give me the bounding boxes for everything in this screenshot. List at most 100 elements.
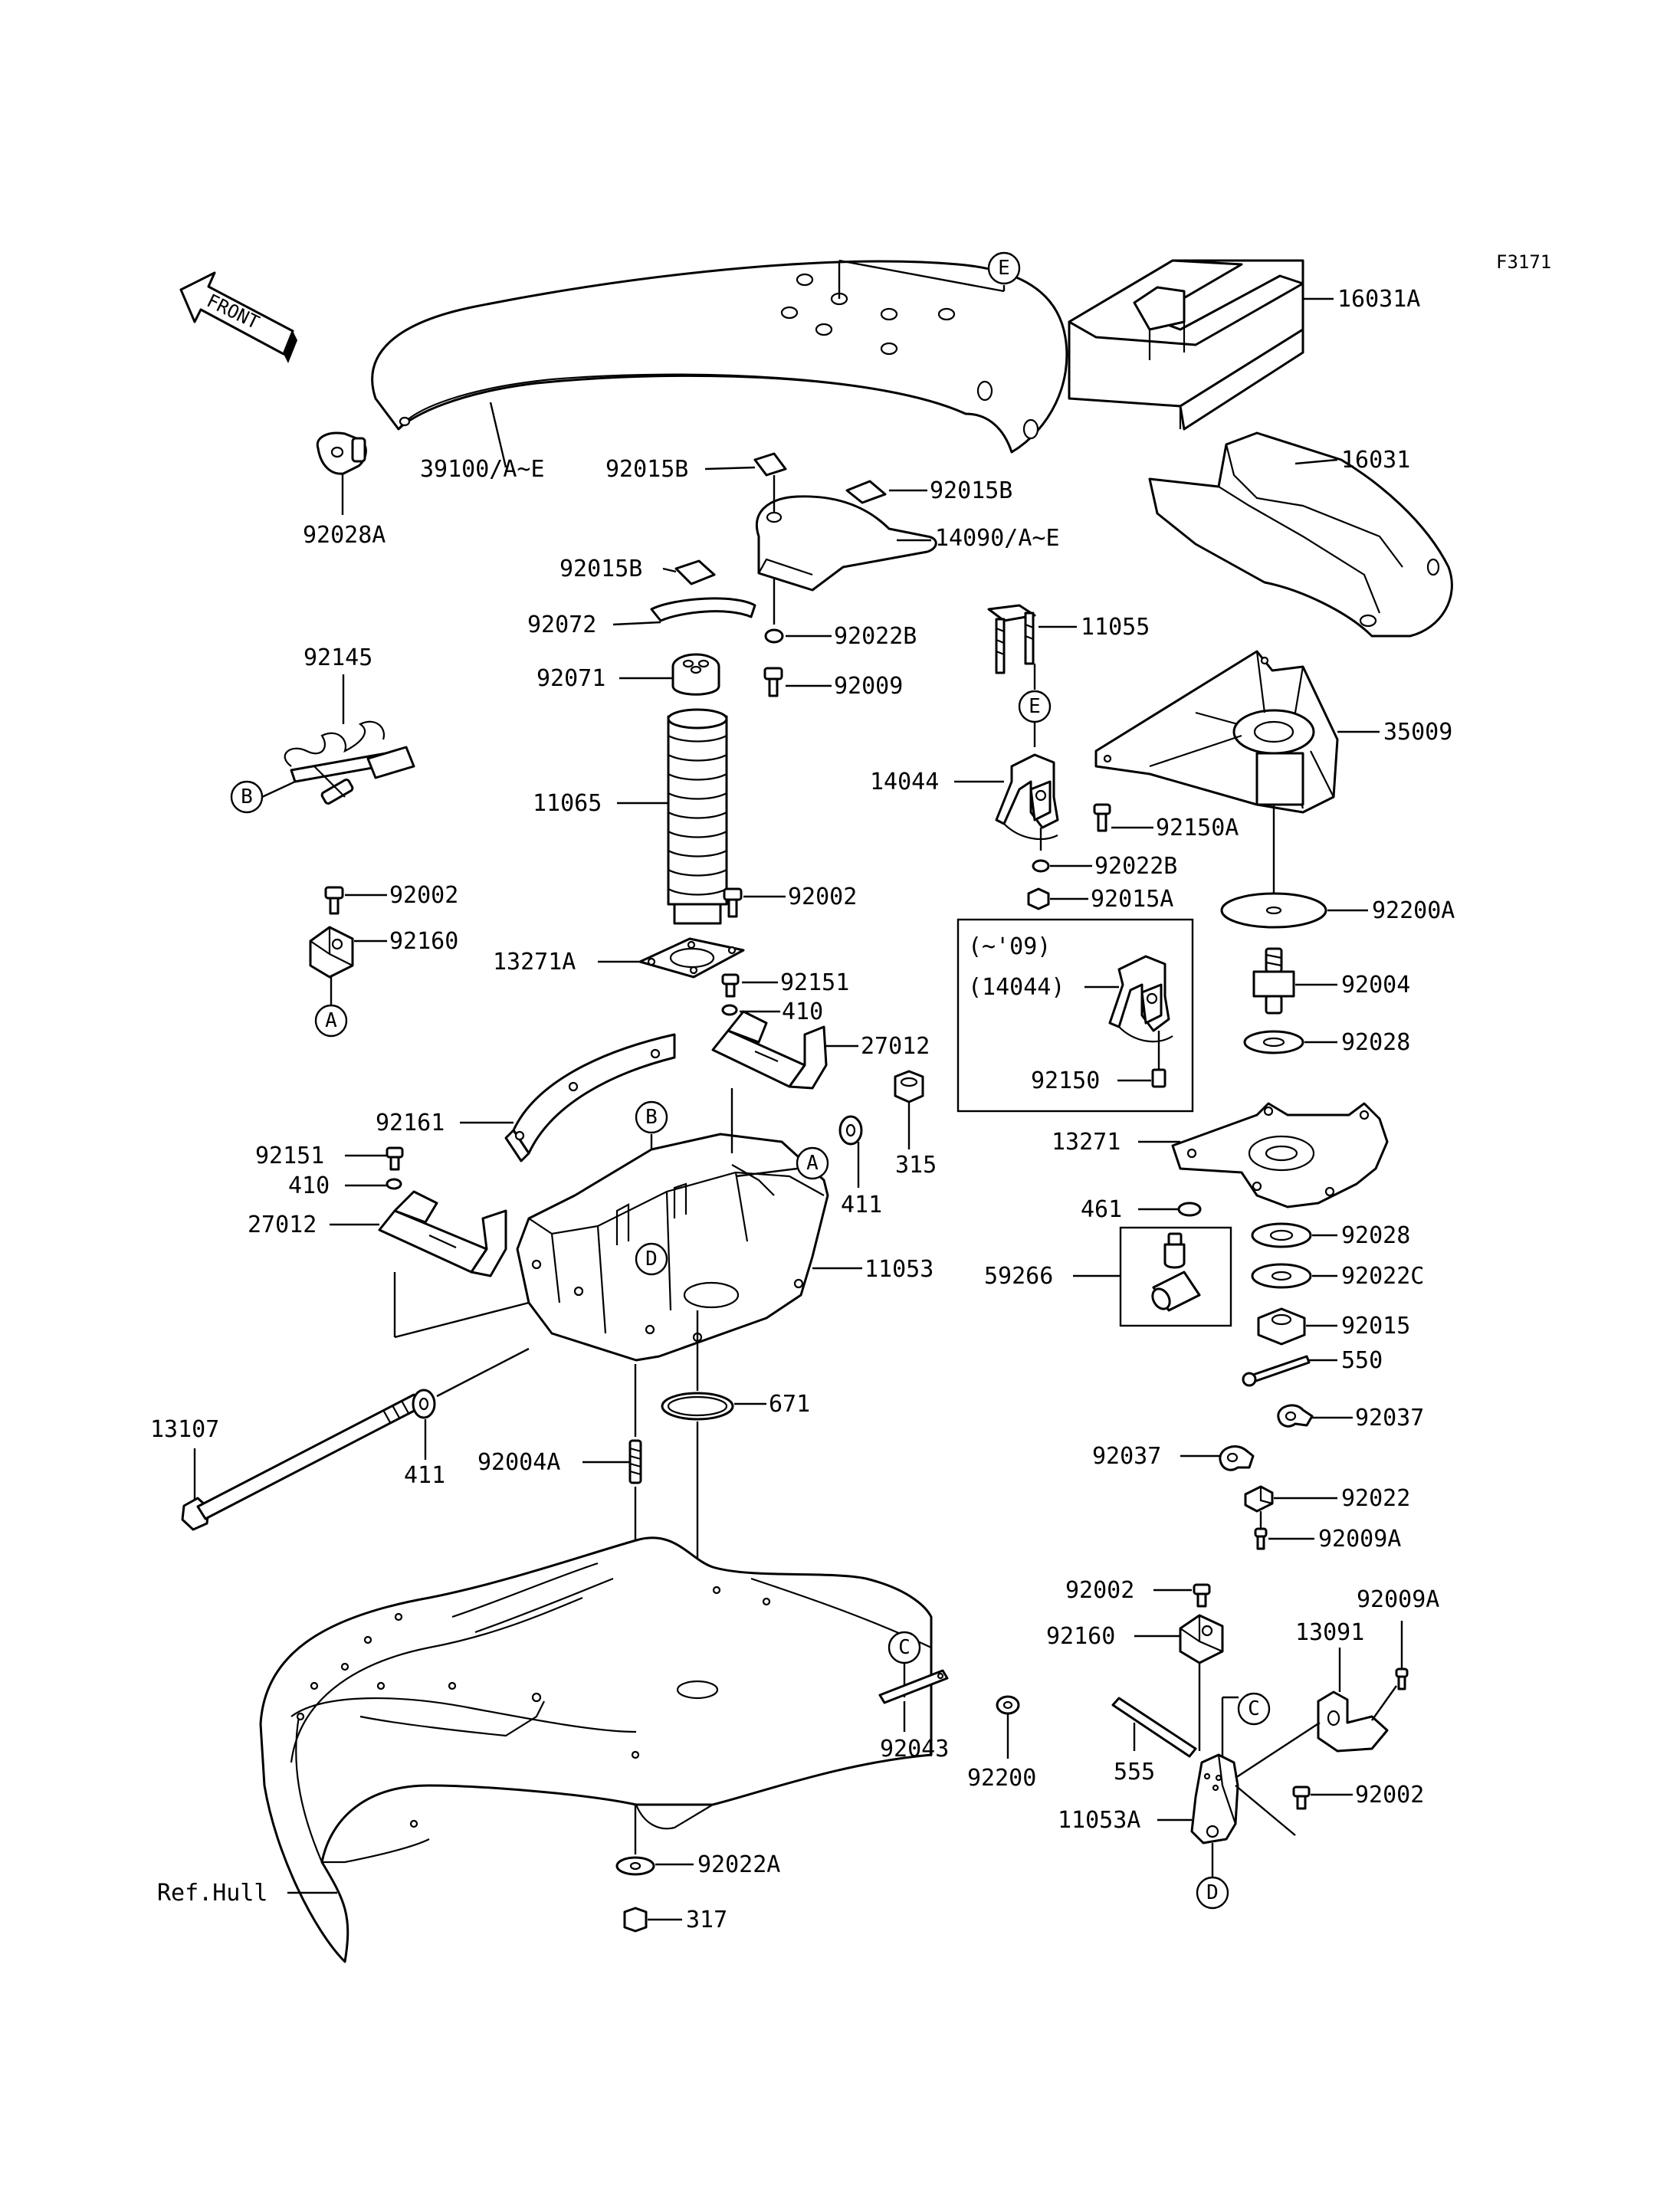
ref-marker-b-bracket-label: B	[645, 1106, 658, 1129]
label-92043: 92043	[880, 1736, 949, 1763]
bracket-11053A-part	[1190, 1753, 1239, 1844]
label-92002-1: 92002	[389, 882, 458, 909]
label-92151-2: 92151	[255, 1143, 324, 1169]
clip-92015B-1-part	[753, 452, 787, 477]
ref-marker-e-top	[987, 251, 1021, 285]
label-16031: 16031	[1341, 447, 1410, 474]
pin-555-part	[1111, 1697, 1197, 1758]
ref-marker-d-bracket-label: D	[645, 1248, 658, 1271]
label-92145: 92145	[304, 644, 372, 671]
label-92160-2: 92160	[1046, 1623, 1115, 1650]
label-92200: 92200	[967, 1765, 1036, 1792]
bracket-14044-part	[995, 753, 1059, 841]
label-92150A: 92150A	[1156, 815, 1239, 841]
clip-92015B-2-part	[845, 480, 887, 504]
pad-16031A-part	[1068, 259, 1304, 431]
label-411-1: 411	[841, 1192, 882, 1218]
label-92015B-3: 92015B	[559, 556, 642, 582]
clamp-92037-1-part	[1277, 1404, 1314, 1428]
cover-14090-part	[756, 495, 937, 592]
ref-marker-a-mount-label: A	[325, 1009, 337, 1032]
label-92015: 92015	[1341, 1313, 1410, 1340]
stud-92004A-part	[628, 1439, 642, 1484]
bellows-11065-part	[667, 708, 728, 925]
variant-box-part-ref: (14044)	[968, 974, 1065, 1001]
bolt-92002-4-part	[1292, 1785, 1311, 1810]
hull-part	[259, 1536, 933, 1963]
label-461: 461	[1081, 1196, 1122, 1223]
spring-92145-part	[284, 720, 415, 805]
ref-marker-d-right	[1196, 1876, 1229, 1910]
nut-317-part	[623, 1907, 648, 1933]
label-92002-4: 92002	[1355, 1782, 1424, 1808]
label-59266: 59266	[984, 1263, 1053, 1290]
label-555: 555	[1114, 1759, 1155, 1785]
label-92071: 92071	[536, 665, 605, 692]
variant-box	[956, 918, 1194, 1113]
label-92015B-2: 92015B	[930, 477, 1012, 504]
bolt-13107-part	[181, 1393, 423, 1531]
cotter-pin-550-part	[1242, 1355, 1311, 1387]
ref-marker-c-right-label: C	[1248, 1697, 1260, 1720]
label-411-2: 411	[404, 1462, 445, 1489]
variant-bracket-14044-part	[1108, 955, 1173, 1043]
label-92015A: 92015A	[1091, 886, 1173, 913]
front-arrow-icon: FRONT	[179, 271, 297, 363]
label-92002-2: 92002	[788, 884, 857, 910]
label-11065: 11065	[533, 790, 602, 817]
plate-13271-part	[1171, 1102, 1389, 1208]
label-315: 315	[895, 1152, 937, 1179]
label-92022B-1: 92022B	[834, 623, 917, 650]
label-11055: 11055	[1081, 614, 1150, 641]
stud-92004-part	[1252, 947, 1295, 1015]
screw-92009-part	[763, 667, 783, 697]
label-92009A-2: 92009A	[1357, 1586, 1439, 1613]
figure-code: F3171	[1496, 251, 1551, 273]
label-92015B-1: 92015B	[605, 456, 688, 483]
bolt-92150A-part	[1093, 803, 1111, 832]
label-92160-1: 92160	[389, 928, 458, 955]
screw-92009A-2-part	[1395, 1667, 1409, 1690]
washer-92022B-1-part	[764, 628, 784, 644]
label-39100: 39100/A~E	[420, 456, 545, 483]
ref-marker-d-right-label: D	[1206, 1881, 1219, 1904]
label-92002-3: 92002	[1065, 1577, 1134, 1604]
label-410-2: 410	[288, 1172, 330, 1199]
bracket-11055-part	[987, 604, 1036, 674]
label-671: 671	[769, 1391, 810, 1418]
plate-13271A-part	[638, 937, 745, 979]
label-92037-1: 92037	[1355, 1405, 1424, 1431]
mount-92028A-part	[316, 431, 367, 475]
bracket-11053-part	[516, 1133, 829, 1362]
grommet-92071-part	[671, 653, 720, 696]
label-13271: 13271	[1052, 1129, 1121, 1156]
bolt-92002-3-part	[1193, 1583, 1211, 1608]
clip-92015B-3-part	[674, 559, 716, 585]
ref-marker-c-right	[1237, 1692, 1271, 1726]
nut-92015A-part	[1027, 887, 1050, 910]
label-92022B-2: 92022B	[1094, 853, 1177, 880]
bracket-27012-1-part	[711, 1010, 828, 1090]
ref-marker-c-pin-label: C	[898, 1636, 911, 1659]
label-92072: 92072	[527, 612, 596, 638]
variant-bolt-92150-part	[1151, 1068, 1166, 1088]
mount-92160-2-part	[1179, 1614, 1224, 1664]
ref-marker-a-bracket	[796, 1146, 829, 1180]
label-92004: 92004	[1341, 972, 1410, 998]
ref-marker-b-bracket	[635, 1100, 668, 1134]
label-27012-1: 27012	[861, 1033, 930, 1060]
label-92022: 92022	[1341, 1485, 1410, 1512]
label-92028-2: 92028	[1341, 1222, 1410, 1249]
pad-92161-part	[504, 1033, 676, 1162]
label-550: 550	[1341, 1347, 1383, 1374]
nut-315-part	[894, 1070, 924, 1103]
bracket-13091-part	[1317, 1690, 1389, 1753]
label-14090: 14090/A~E	[935, 525, 1060, 552]
nut-92015-part	[1257, 1307, 1306, 1346]
bushing-59266-part	[1151, 1232, 1201, 1312]
label-92004A: 92004A	[477, 1449, 560, 1476]
pad-16031-part	[1148, 431, 1453, 638]
label-92037-2: 92037	[1092, 1443, 1161, 1470]
variant-box-bolt: 92150	[1031, 1067, 1100, 1094]
